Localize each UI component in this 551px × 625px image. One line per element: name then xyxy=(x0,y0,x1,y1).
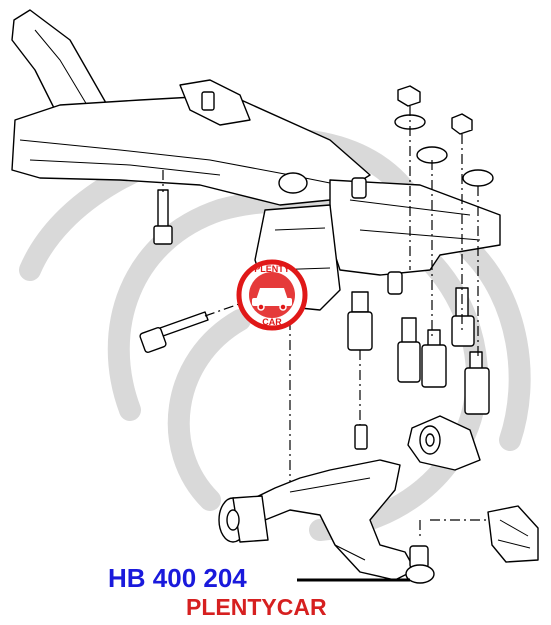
logo-text-top: PLENTY xyxy=(254,264,290,274)
lower-control-arm xyxy=(218,415,539,584)
bushings xyxy=(347,271,490,450)
plentycar-logo: PLENTY CAR xyxy=(236,259,308,331)
brand-label: PLENTYCAR xyxy=(186,594,327,620)
logo-text-bottom: CAR xyxy=(262,317,282,327)
bolt-left xyxy=(153,189,173,245)
bolt-diagonal xyxy=(139,311,209,354)
part-number-label: HB 400 204 xyxy=(108,563,247,593)
car-icon xyxy=(252,288,292,311)
